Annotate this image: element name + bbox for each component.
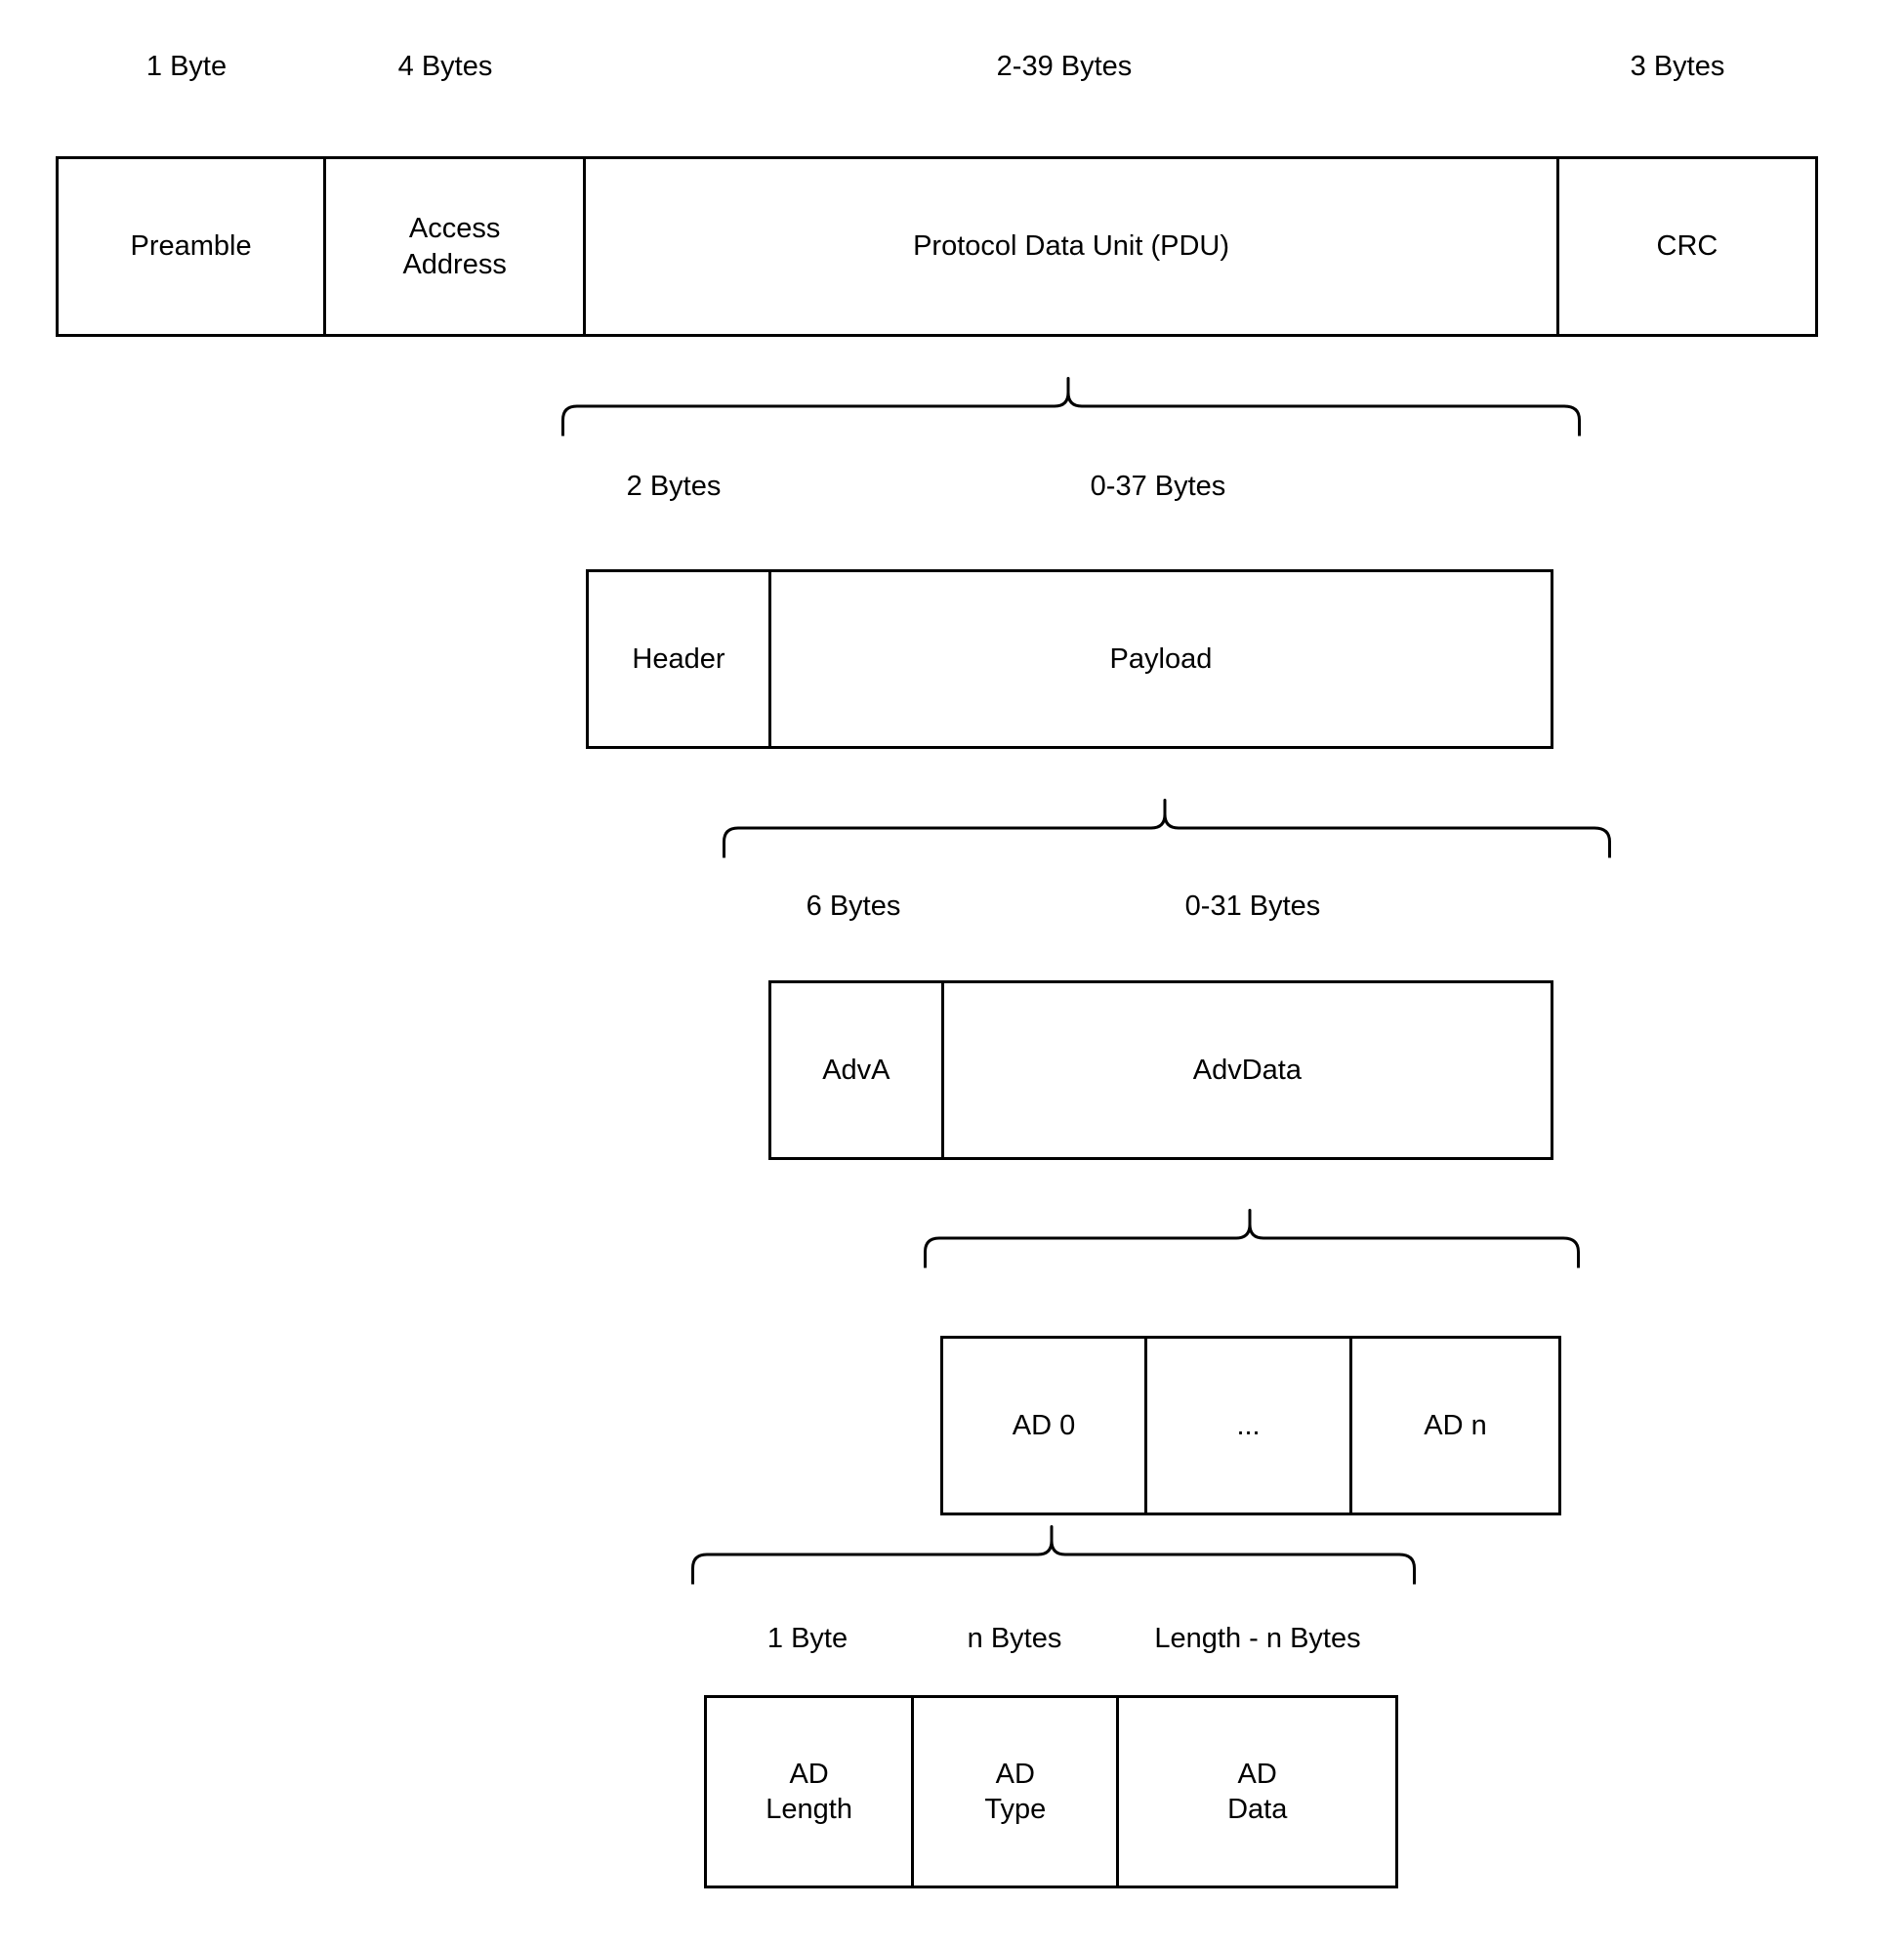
field-ad-length: AD Length (707, 1698, 915, 1886)
row-ad-structure: AD Length AD Type AD Data (704, 1695, 1398, 1888)
brace-advdata-expand (924, 1209, 1580, 1268)
size-label-header: 2 Bytes (626, 471, 722, 502)
field-ad-0: AD 0 (943, 1339, 1148, 1513)
size-label-ad-type: n Bytes (967, 1623, 1062, 1654)
size-label-crc: 3 Bytes (1630, 51, 1725, 82)
field-ad-n: AD n (1352, 1339, 1558, 1513)
row-payload: AdvA AdvData (768, 980, 1553, 1160)
size-label-payload: 0-37 Bytes (1090, 471, 1226, 502)
field-preamble: Preamble (59, 159, 327, 334)
size-label-preamble: 1 Byte (145, 51, 228, 82)
size-label-adva: 6 Bytes (806, 891, 901, 922)
size-label-pdu: 2-39 Bytes (996, 51, 1133, 82)
brace-pdu-expand (561, 377, 1581, 436)
row-pdu: Header Payload (586, 569, 1553, 749)
field-header: Header (589, 572, 771, 746)
field-access-address: Access Address (326, 159, 587, 334)
brace-ad-expand (691, 1525, 1416, 1585)
field-ad-type: AD Type (914, 1698, 1120, 1886)
field-pdu: Protocol Data Unit (PDU) (586, 159, 1559, 334)
size-label-ad-length: 1 Byte (766, 1623, 849, 1654)
size-label-advdata: 0-31 Bytes (1184, 891, 1321, 922)
size-label-access-address: 4 Bytes (397, 51, 493, 82)
field-adva: AdvA (771, 983, 944, 1157)
field-ad-ellipsis: ... (1147, 1339, 1353, 1513)
field-advdata: AdvData (943, 983, 1551, 1157)
size-label-ad-data: Length - n Bytes (1154, 1623, 1361, 1654)
row-link-layer-packet: Preamble Access Address Protocol Data Un… (56, 156, 1818, 337)
field-crc: CRC (1558, 159, 1815, 334)
row-advdata: AD 0 ... AD n (940, 1336, 1561, 1515)
brace-payload-expand (723, 799, 1611, 858)
field-payload: Payload (770, 572, 1551, 746)
field-ad-data: AD Data (1119, 1698, 1395, 1886)
